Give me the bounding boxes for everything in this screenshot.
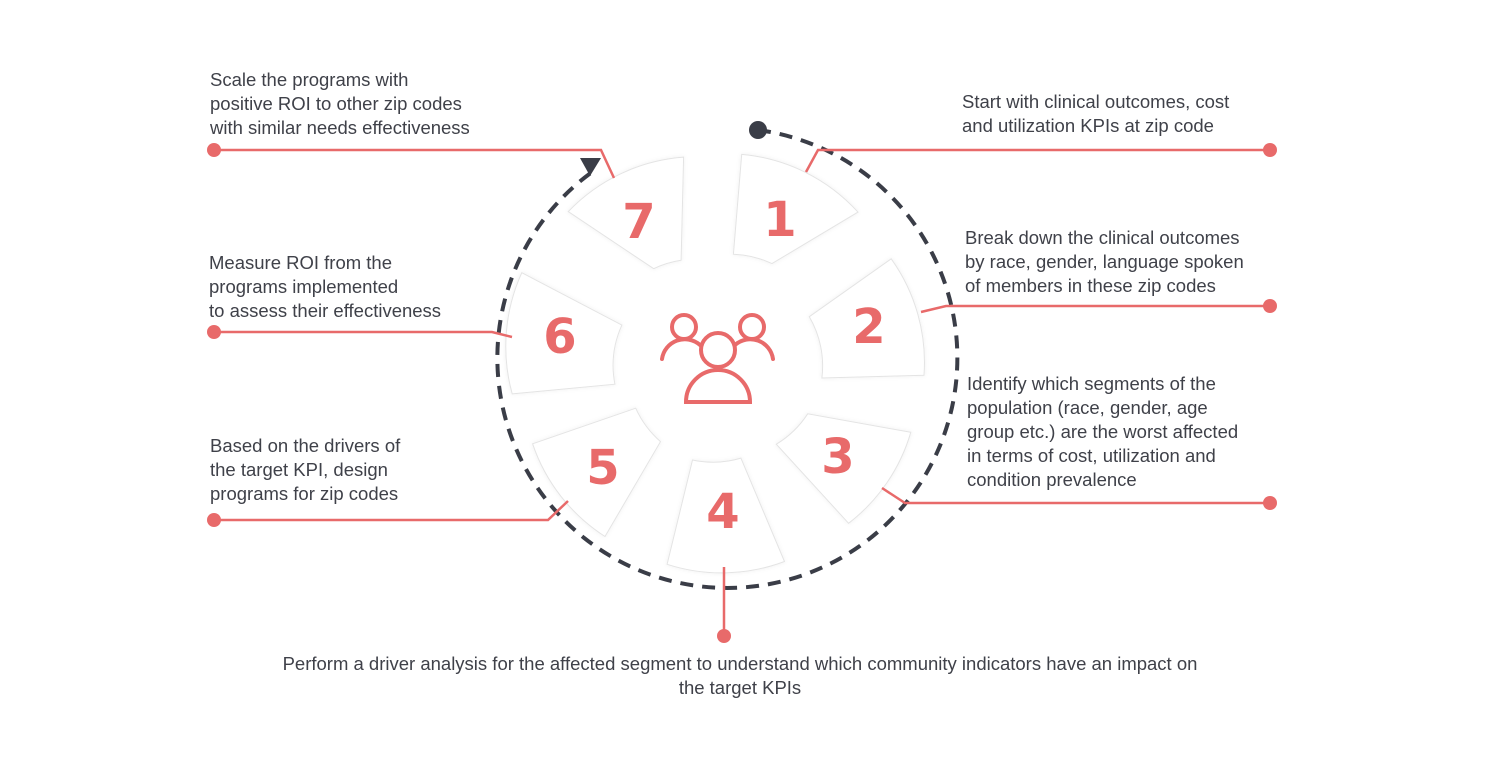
step-5-description: Based on the drivers of the target KPI, … xyxy=(210,434,400,506)
leader-line-2 xyxy=(920,304,1270,314)
leader-dot-1 xyxy=(1263,143,1277,157)
step-number-7: 7 xyxy=(622,194,655,250)
step-3-line: Identify which segments of the xyxy=(967,373,1216,394)
step-5-line: Based on the drivers of xyxy=(210,435,401,456)
step-7-line: with similar needs effectiveness xyxy=(210,117,470,138)
wheel-segment-2 xyxy=(808,258,925,379)
arc-start-dot xyxy=(749,121,767,139)
step-7-line: positive ROI to other zip codes xyxy=(210,93,462,114)
step-1-description: Start with clinical outcomes, cost and u… xyxy=(962,90,1229,138)
step-6-line: programs implemented xyxy=(209,276,399,297)
step-number-5: 5 xyxy=(586,440,619,496)
wheel-segment-5 xyxy=(531,407,662,538)
step-3-line: population (race, gender, age xyxy=(967,397,1208,418)
step-4-line: Perform a driver analysis for the affect… xyxy=(282,653,1198,674)
step-6-line: to assess their effectiveness xyxy=(209,300,442,321)
step-2-line: Break down the clinical outcomes xyxy=(965,227,1240,248)
leader-line-6 xyxy=(214,330,513,339)
step-1-line: Start with clinical outcomes, cost xyxy=(962,91,1230,112)
step-6-line: Measure ROI from the xyxy=(209,252,393,273)
step-2-line: of members in these zip codes xyxy=(965,275,1216,296)
people-group-icon xyxy=(660,313,775,404)
step-4-line: the target KPIs xyxy=(678,677,802,698)
step-2-line: by race, gender, language spoken xyxy=(965,251,1244,272)
step-6-description: Measure ROI from the programs implemente… xyxy=(209,251,441,323)
leader-dot-5 xyxy=(207,513,221,527)
step-3-line: condition prevalence xyxy=(967,469,1137,490)
step-number-2: 2 xyxy=(852,299,885,355)
step-number-3: 3 xyxy=(821,429,854,485)
leader-dot-4 xyxy=(717,629,731,643)
step-1-line: and utilization KPIs at zip code xyxy=(962,115,1214,136)
wheel-segments xyxy=(505,153,925,574)
wheel-segment-7 xyxy=(567,156,685,270)
step-5-line: the target KPI, design xyxy=(210,459,388,480)
step-7-description: Scale the programs with positive ROI to … xyxy=(210,68,470,140)
leader-line-3 xyxy=(881,486,1270,505)
step-3-line: in terms of cost, utilization and xyxy=(967,445,1216,466)
step-5-line: programs for zip codes xyxy=(210,483,399,504)
step-3-description: Identify which segments of the populatio… xyxy=(967,372,1238,492)
step-7-line: Scale the programs with xyxy=(210,69,409,90)
wheel-segment-3 xyxy=(775,413,912,524)
step-number-1: 1 xyxy=(763,192,796,248)
step-2-description: Break down the clinical outcomes by race… xyxy=(965,226,1244,298)
leader-line-1 xyxy=(804,148,1270,173)
step-number-6: 6 xyxy=(543,309,576,365)
wheel-segment-4 xyxy=(666,457,786,574)
leader-dot-6 xyxy=(207,325,221,339)
wheel-segment-1 xyxy=(732,153,859,265)
arc-arrowhead-icon xyxy=(580,158,601,176)
leader-line-7 xyxy=(214,148,616,179)
wheel-segment-6 xyxy=(505,272,623,395)
dashed-cycle-arc xyxy=(495,128,960,590)
step-number-4: 4 xyxy=(706,484,739,540)
leader-dot-7 xyxy=(207,143,221,157)
leader-dot-3 xyxy=(1263,496,1277,510)
leader-line-5 xyxy=(214,500,569,522)
step-4-description: Perform a driver analysis for the affect… xyxy=(200,652,1280,700)
leader-dot-2 xyxy=(1263,299,1277,313)
step-3-line: group etc.) are the worst affected xyxy=(967,421,1239,442)
